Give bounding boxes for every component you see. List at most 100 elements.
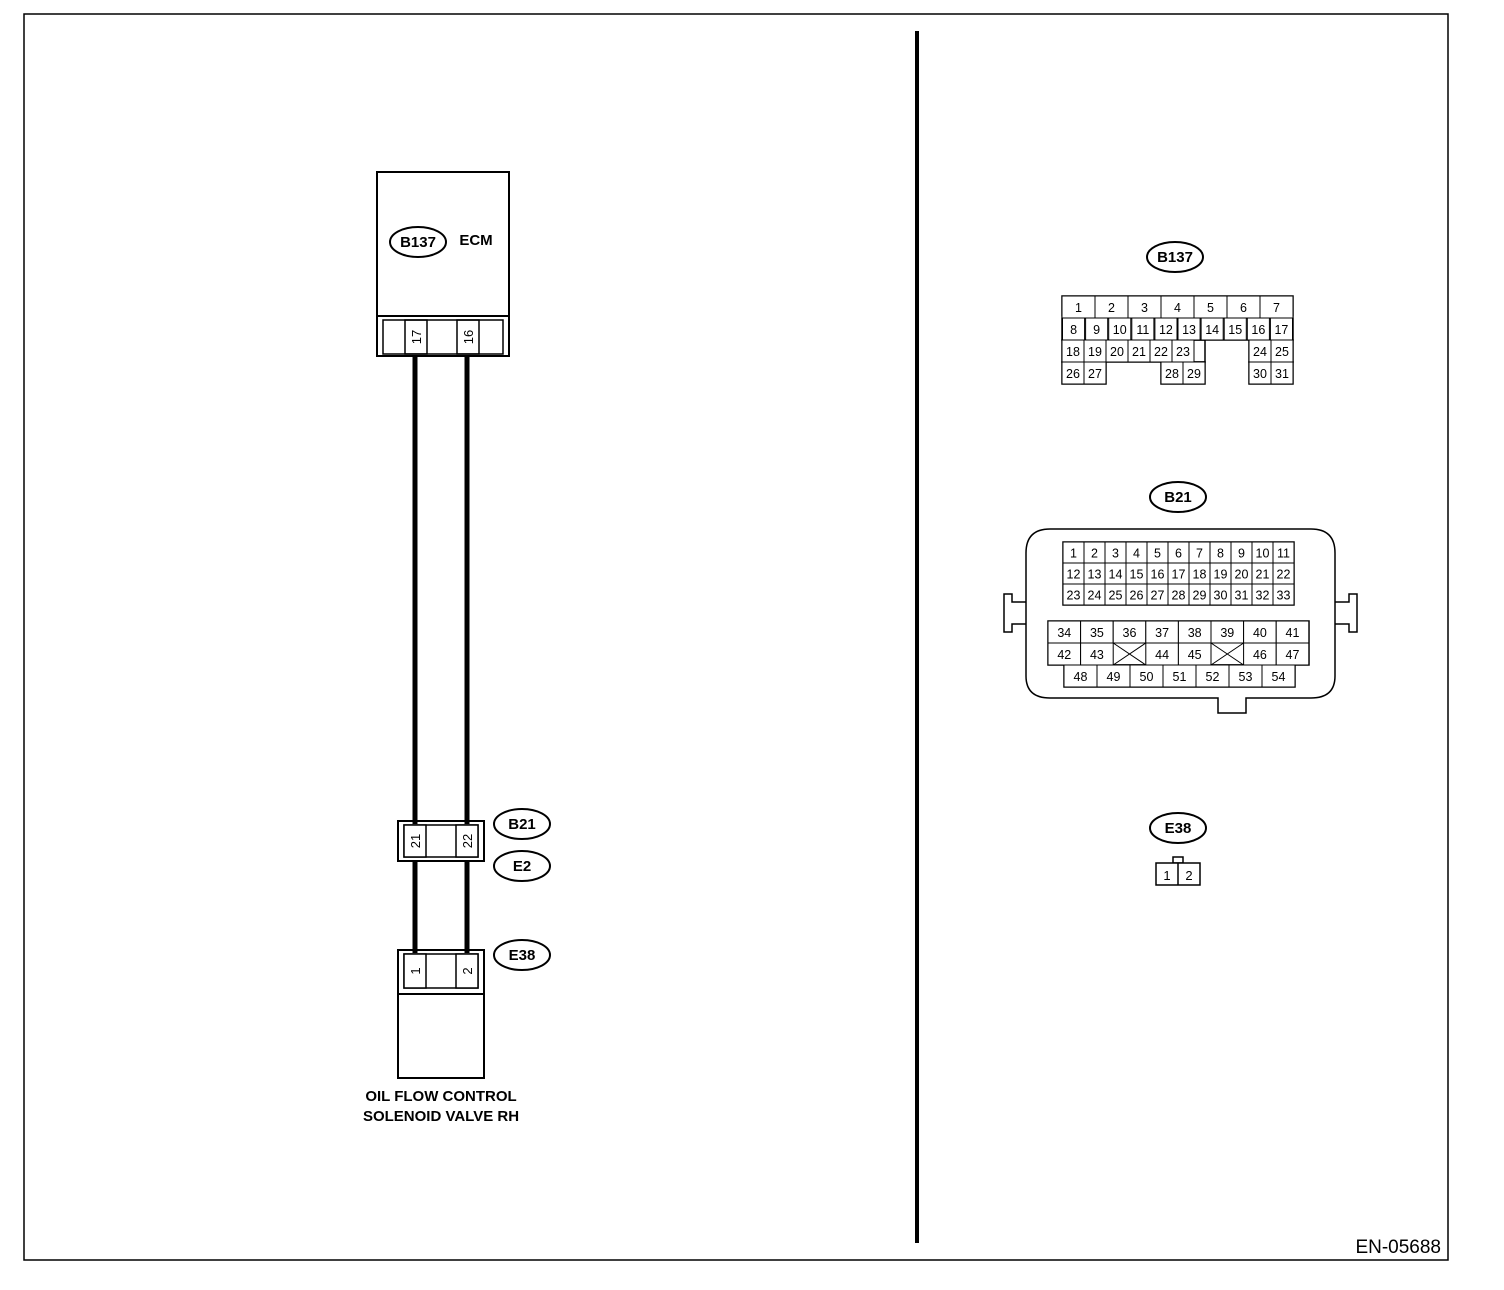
b21-pin-18: 18 [1193,568,1207,582]
b21-pin-8: 8 [1217,547,1224,561]
b137-pin-13: 13 [1182,323,1196,337]
b21-pin-4: 4 [1133,547,1140,561]
e38-connector-badge [493,939,551,971]
b137-pin-15-cell [1223,317,1247,341]
wires [412,356,470,953]
b137-pin-7: 7 [1273,301,1280,315]
b137-view-label: B137 [1157,249,1193,266]
b137-pin-22: 22 [1154,345,1168,359]
b21-pin-12: 12 [1067,568,1081,582]
e2-connector-label: E2 [513,858,531,875]
b137-pin-1: 1 [1075,301,1082,315]
b21-pin-52: 52 [1206,670,1220,684]
b21-pin-34: 34 [1057,626,1071,640]
b21-pin-22: 22 [1277,568,1291,582]
e38-connector-label: E38 [509,947,536,964]
b21-left-latch [1003,593,1026,633]
b137-pin-11: 11 [1136,323,1149,337]
b21-pin-31: 31 [1235,589,1249,603]
b21-pin-17: 17 [1172,568,1186,582]
b137-pin-21: 21 [1132,345,1146,359]
joint-connector: 21 22 B21 E2 [397,808,551,882]
b137-pin-10: 10 [1113,323,1127,337]
b137-pin-4: 4 [1174,301,1181,315]
valve-block: 1 2 E38 OIL FLOW CONTROL SOLENOID VALVE … [363,939,551,1125]
valve-name-line2: SOLENOID VALVE RH [363,1108,519,1125]
b21-pin-41: 41 [1286,626,1300,640]
b21-pin-53: 53 [1239,670,1253,684]
b21-pin-51: 51 [1173,670,1187,684]
valve-name-line1: OIL FLOW CONTROL [365,1088,516,1105]
b137-pin-29: 29 [1187,367,1201,381]
b21-pin-46: 46 [1253,648,1267,662]
b137-pin-16: 16 [1251,323,1265,337]
b21-pin-44: 44 [1155,648,1169,662]
b137-pin-27: 27 [1088,367,1102,381]
b21-pin-23: 23 [1067,589,1081,603]
b21-pin-30: 30 [1214,589,1228,603]
b21-pin-1: 1 [1070,547,1077,561]
b21-housing [1025,528,1336,714]
b21-connector-badge [493,808,551,840]
figure-reference: EN-05688 [1355,1237,1441,1258]
b21-pin-19: 19 [1214,568,1228,582]
b21-pin-9: 9 [1238,547,1245,561]
b21-pin-20: 20 [1235,568,1249,582]
b137-pin-14-cell [1200,317,1224,341]
b21-pin-26: 26 [1130,589,1144,603]
b21-view-badge [1149,481,1207,513]
valve-pin-1: 1 [408,967,423,974]
b21-pin-3: 3 [1112,547,1119,561]
b21-pin-38: 38 [1188,626,1202,640]
b21-pin-21: 21 [1256,568,1270,582]
e38-view-pin-2: 2 [1185,868,1192,883]
joint-pin-22: 22 [460,834,475,848]
b21-blank-cavity-1 [1112,642,1147,666]
b137-pin-6: 6 [1240,301,1247,315]
b21-pin-47: 47 [1286,648,1300,662]
b21-pin-2: 2 [1091,547,1098,561]
b137-pin-27-cell [1083,361,1107,385]
b21-pin-11: 11 [1277,547,1290,561]
ecm-pin-17: 17 [409,330,424,344]
ecm-block: 17 16 B137 ECM [376,171,510,357]
b137-pin-20: 20 [1110,345,1124,359]
b137-pin-18: 18 [1066,345,1080,359]
b21-pin-40: 40 [1253,626,1267,640]
b137-pin-5: 5 [1207,301,1214,315]
b137-pin-12: 12 [1159,323,1173,337]
b21-pin-35: 35 [1090,626,1104,640]
b21-pin-29: 29 [1193,589,1207,603]
b21-connector-label: B21 [508,816,536,833]
b21-pin-15: 15 [1130,568,1144,582]
b137-pin-30: 30 [1253,367,1267,381]
b21-view-label: B21 [1164,489,1192,506]
b21-blank-cavity-2 [1210,642,1244,666]
b137-pin-15: 15 [1228,323,1242,337]
b137-pin-3: 3 [1141,301,1148,315]
ecm-connector-label: B137 [400,234,436,251]
b137-view-badge [1146,241,1204,273]
b21-pin-7: 7 [1196,547,1203,561]
b137-pin-19: 19 [1088,345,1102,359]
b21-pin-43: 43 [1090,648,1104,662]
e2-connector-badge [493,850,551,882]
e38-view-pin-1: 1 [1163,868,1170,883]
b21-pin-50: 50 [1140,670,1154,684]
joint-pin-21: 21 [408,834,423,848]
e38-view-badge [1149,812,1207,844]
b21-pin-10: 10 [1256,547,1270,561]
frame-border [23,13,1449,1261]
b137-pin-29-cell [1182,361,1206,385]
ecm-connector-badge [389,226,447,258]
b21-pin-16: 16 [1151,568,1165,582]
b137-pin-24: 24 [1253,345,1267,359]
b137-pin-14: 14 [1205,323,1219,337]
b137-pin-31-cell [1270,361,1294,385]
valve-pin-2: 2 [460,967,475,974]
b21-pin-28: 28 [1172,589,1186,603]
b21-pin-33: 33 [1277,589,1291,603]
b21-pin-24: 24 [1088,589,1102,603]
